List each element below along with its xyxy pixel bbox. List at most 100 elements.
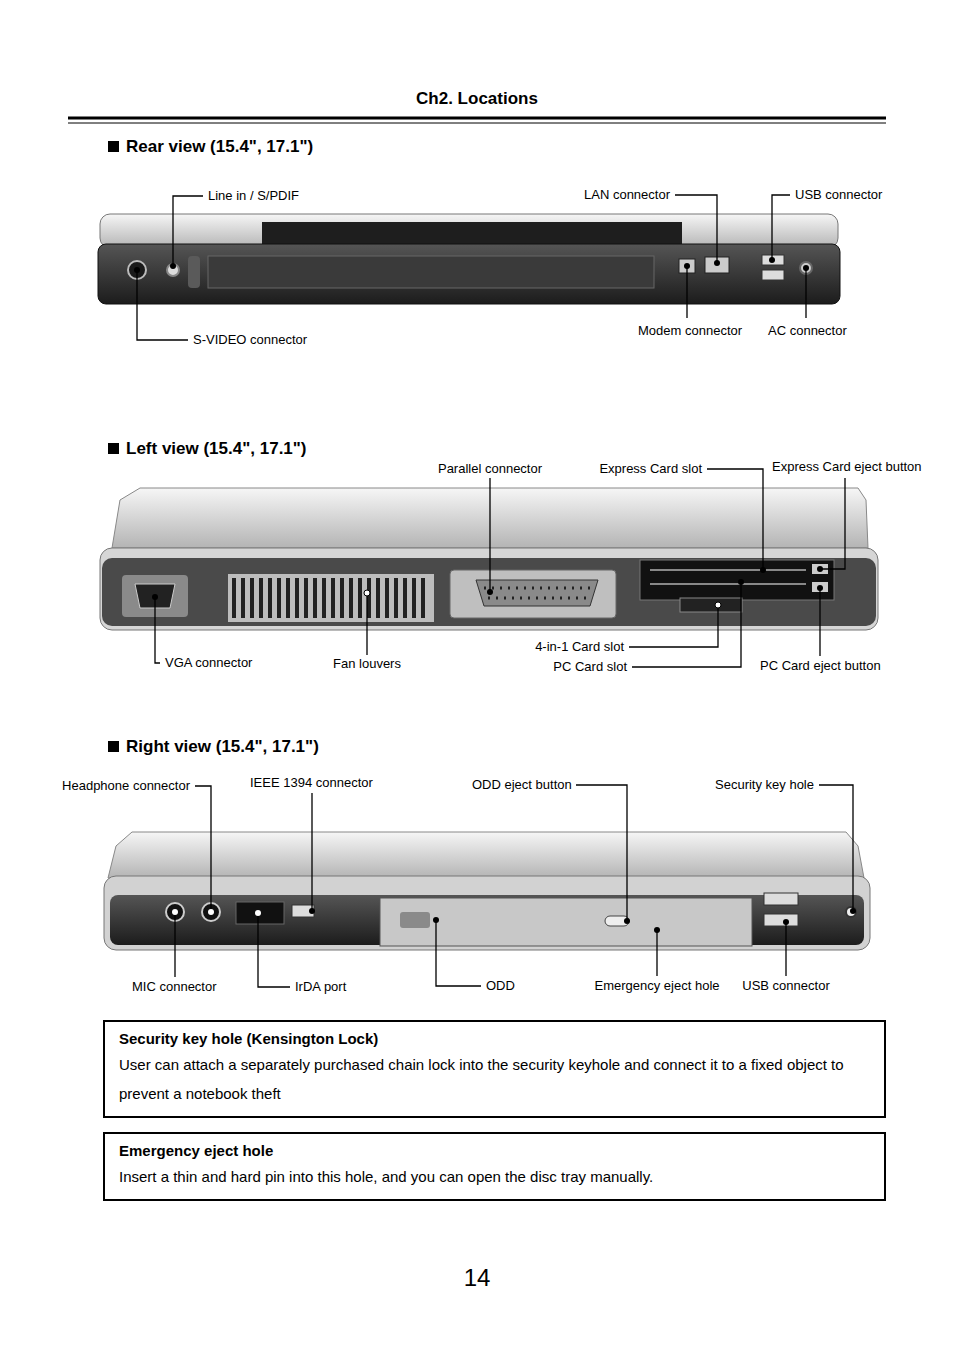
base-side (110, 895, 864, 945)
leader-dot (817, 585, 823, 591)
parallel-port (476, 580, 598, 606)
usb-port (764, 893, 798, 905)
callout-label: VGA connector (165, 655, 252, 671)
callout-label: PC Card eject button (760, 658, 881, 674)
leader-dot (714, 260, 720, 266)
base (104, 876, 870, 950)
bullet-square (108, 141, 119, 152)
note-heading: Security key hole (Kensington Lock) (119, 1028, 870, 1050)
leader-line (366, 593, 367, 655)
leader-dot (803, 265, 809, 271)
leader-line (675, 195, 717, 262)
hinge (262, 222, 682, 246)
base (98, 244, 840, 304)
callout-label: AC connector (768, 323, 847, 339)
latch (188, 256, 200, 288)
note-heading: Emergency eject hole (119, 1140, 870, 1162)
callout-label: S-VIDEO connector (193, 332, 307, 348)
leader-line (772, 195, 790, 258)
rear-laptop (98, 214, 840, 304)
linein-port (167, 264, 179, 276)
lid (100, 214, 838, 248)
pins (484, 587, 592, 590)
leader-dot (760, 567, 766, 573)
note-body: Insert a thin and hard pin into this hol… (119, 1162, 870, 1191)
callout-label: 4-in-1 Card slot (535, 639, 624, 655)
leader-dot (738, 579, 744, 585)
section-heading: Right view (15.4", 17.1") (126, 737, 319, 757)
leader-line (155, 597, 160, 663)
left-laptop (100, 488, 878, 630)
leader-line (819, 588, 820, 656)
leader-line (820, 478, 845, 569)
usb-port (762, 255, 784, 265)
section-heading: Rear view (15.4", 17.1") (126, 137, 313, 157)
leader-dot (684, 263, 690, 269)
irda-port (236, 902, 284, 924)
leader-line (195, 786, 211, 910)
header-rule (68, 117, 886, 120)
pins (488, 597, 588, 600)
leader-dot (208, 909, 214, 915)
bullet-square (108, 443, 119, 454)
callout-label: ODD (486, 978, 515, 994)
callout-label: Security key hole (715, 777, 814, 793)
leader-dot (769, 257, 775, 263)
leader-line (173, 196, 203, 264)
leader-line (805, 268, 806, 318)
odd-eject-button (605, 916, 629, 926)
callout-label: ODD eject button (472, 777, 572, 793)
leader-line (436, 920, 481, 986)
callout-label: USB connector (795, 187, 882, 203)
callout-label: Emergency eject hole (594, 978, 719, 994)
leader-lines (155, 469, 845, 667)
callout-label: Parallel connector (438, 461, 542, 477)
callout-label: IrDA port (295, 979, 346, 995)
note-box: Security key hole (Kensington Lock)User … (103, 1020, 886, 1118)
leader-dot (715, 602, 721, 608)
security-hole (846, 907, 856, 917)
eject-button (812, 582, 828, 592)
battery (208, 256, 654, 288)
ieee1394-port (292, 905, 314, 917)
dvd-logo (400, 912, 430, 928)
leader-line (632, 582, 741, 667)
leader-dot (624, 918, 630, 924)
parallel-frame (450, 570, 616, 618)
callout-label: Headphone connector (62, 778, 190, 794)
base (100, 548, 878, 630)
leader-line (258, 913, 290, 987)
bullet-square (108, 741, 119, 752)
card-bay (640, 560, 834, 600)
leader-dot (487, 589, 493, 595)
leader-dot (433, 917, 439, 923)
leader-line (489, 478, 490, 592)
callout-label: Express Card slot (599, 461, 702, 477)
leader-dots (134, 257, 856, 933)
right-laptop (104, 832, 870, 950)
section-heading: Left view (15.4", 17.1") (126, 439, 307, 459)
callout-label: MIC connector (132, 979, 217, 995)
usb-port (762, 270, 784, 280)
leader-line (137, 272, 188, 340)
leader-dot (255, 910, 261, 916)
leader-line (576, 785, 627, 921)
note-box: Emergency eject holeInsert a thin and ha… (103, 1132, 886, 1201)
leader-dot (817, 566, 823, 572)
callout-label: IEEE 1394 connector (250, 775, 373, 791)
card-reader (680, 598, 742, 612)
header-rule (68, 123, 886, 124)
leader-dot (850, 908, 856, 914)
page-number: 14 (464, 1264, 491, 1293)
leader-dot (654, 927, 660, 933)
chapter-title: Ch2. Locations (416, 89, 538, 109)
leader-dot (172, 909, 178, 915)
leader-dot (364, 590, 370, 596)
leader-line (629, 605, 718, 647)
leader-lines (137, 195, 806, 340)
leader-line (819, 785, 853, 910)
leader-line (656, 930, 657, 976)
leader-line (686, 266, 687, 318)
leader-dot (309, 908, 315, 914)
